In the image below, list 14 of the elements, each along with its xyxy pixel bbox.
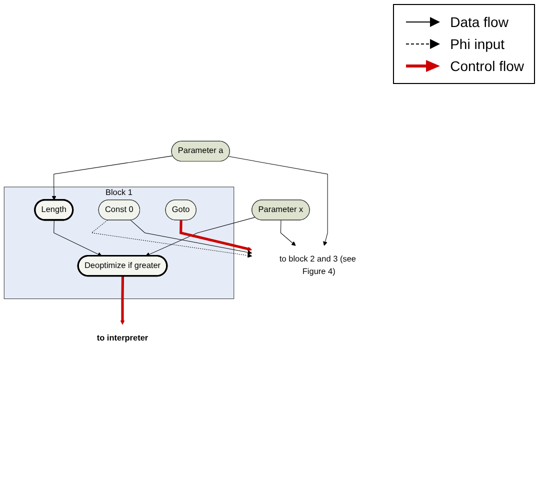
- node-text: to block 2 and 3 (see Figure 4): [279, 254, 356, 276]
- arrow: [130, 220, 252, 254]
- arrow: [180, 220, 252, 251]
- legend-label: Data flow: [450, 14, 508, 30]
- arrow: [145, 216, 256, 256]
- node-text: to interpreter: [96, 334, 148, 342]
- arrow: [120, 276, 125, 324]
- arrow: [280, 220, 296, 246]
- arrow: [52, 155, 174, 200]
- arrow: [91, 220, 252, 258]
- legend-label: Control flow: [450, 58, 524, 74]
- arrow: [228, 156, 328, 246]
- arrow: [54, 220, 102, 256]
- legend-label: Phi input: [450, 36, 505, 52]
